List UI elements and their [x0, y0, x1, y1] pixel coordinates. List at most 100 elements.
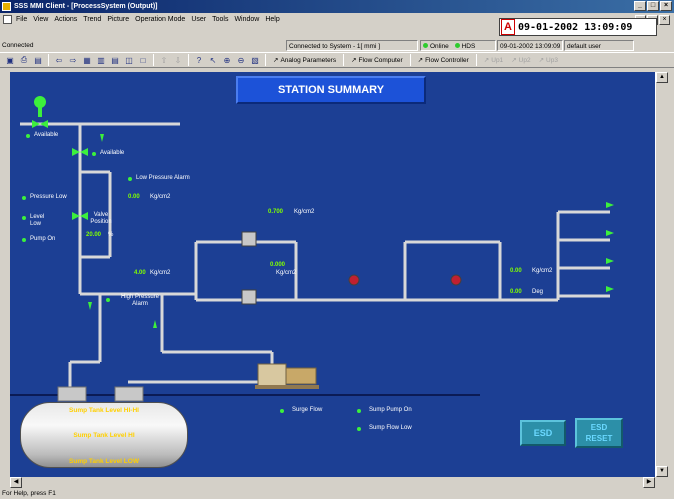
meters	[241, 231, 462, 305]
window-icon[interactable]: ◫	[125, 55, 133, 65]
menu-view[interactable]: View	[33, 16, 49, 23]
pump-base	[255, 385, 319, 389]
layout-icon[interactable]: ▦	[83, 55, 91, 65]
surge-flow-label: Surge Flow	[292, 407, 323, 413]
disabled-button-2[interactable]: ↗Up2	[508, 54, 533, 67]
online-status: Online HDS	[420, 40, 496, 51]
meter-1-value: 0.700	[268, 209, 284, 215]
toolbar-separator	[48, 54, 49, 66]
toolbar: ▣ ⎙ ▤ ⇦ ⇨ ▦ ▥ ▤ ◫ □ ⇧ ⇩ ? ↖ ⊕ ⊖ ▧ ↗Analo…	[0, 52, 674, 68]
surge-flow-indicator	[280, 409, 284, 413]
toolbar-separator	[409, 54, 411, 66]
mdi-close-button[interactable]: ×	[659, 15, 670, 25]
high-pressure-alarm-indicator	[106, 298, 110, 302]
down-arrow-icon[interactable]: ⇩	[174, 55, 182, 65]
outlet-arrow-1	[606, 202, 614, 208]
outlet-pressure-unit: Kg/cm2	[532, 268, 553, 274]
scroll-right-icon[interactable]: ▶	[643, 477, 655, 488]
print-icon[interactable]: ⎙	[20, 55, 28, 64]
pipe-diagram	[10, 96, 614, 402]
disabled-label-3: Up3	[546, 56, 558, 64]
meter-2-icon	[241, 289, 257, 305]
outlet-temperature-value: 0.00	[510, 289, 522, 295]
menu-user[interactable]: User	[191, 16, 207, 23]
disabled-button-3[interactable]: ↗Up3	[536, 54, 561, 67]
alarm-clock-panel: A 09-01-2002 13:09:09	[499, 18, 657, 36]
pump-motor	[285, 367, 317, 385]
meter-1-icon	[241, 231, 257, 247]
valve-position-label: Valve Position	[90, 212, 112, 225]
disabled-label-1: Up1	[491, 56, 504, 64]
menu-help[interactable]: Help	[265, 16, 280, 23]
low-pressure-alarm-indicator	[128, 177, 132, 181]
scroll-left-icon[interactable]: ◀	[10, 477, 22, 488]
scroll-down-icon[interactable]: ▼	[656, 466, 668, 477]
pump-casing	[257, 363, 287, 387]
menu-tools[interactable]: Tools	[212, 16, 229, 23]
meter-2-unit: Kg/cm2	[276, 270, 297, 276]
outlet-pressure-value: 0.00	[510, 268, 522, 274]
esd-button[interactable]: ESD	[520, 420, 566, 446]
chart-arrow-icon: ↗	[538, 56, 545, 64]
analog-parameters-button[interactable]: ↗Analog Parameters	[270, 54, 339, 67]
picture-icon[interactable]: ▧	[251, 55, 259, 65]
window-title: SSS MMI Client - [ProcessSystem (Output)…	[14, 3, 158, 10]
scroll-up-icon[interactable]: ▲	[656, 72, 668, 83]
zoom-in-icon[interactable]: ⊕	[223, 55, 231, 65]
toolbar-separator	[188, 54, 189, 66]
context-help-icon[interactable]: ↖	[209, 55, 217, 65]
menu-window[interactable]: Window	[234, 16, 260, 23]
menu-file[interactable]: File	[16, 16, 28, 23]
available-2-label: Available	[100, 150, 125, 156]
up-arrow-icon[interactable]: ⇧	[160, 55, 168, 65]
flow-computer-label: Flow Computer	[358, 56, 403, 64]
tile-icon[interactable]: □	[140, 55, 146, 65]
tank-nozzle-1	[57, 386, 87, 402]
chart-arrow-icon: ↗	[483, 56, 490, 64]
back-arrow-icon[interactable]: ⇦	[55, 55, 63, 65]
disabled-button-1[interactable]: ↗Up1	[481, 54, 506, 67]
vertical-scrollbar[interactable]: ▲ ▼	[655, 72, 668, 477]
transmitter-2-icon	[450, 274, 462, 286]
open-icon[interactable]: ▣	[6, 55, 14, 65]
valve-position-unit: %	[108, 232, 114, 238]
alarm-indicator[interactable]: A	[501, 19, 515, 35]
title-bar: SSS MMI Client - [ProcessSystem (Output)…	[0, 0, 674, 13]
menu-operation-mode[interactable]: Operation Mode	[135, 16, 186, 23]
document-icon[interactable]	[3, 15, 12, 24]
transmitter-1-icon	[348, 274, 360, 286]
header-pressure-value: 4.00	[134, 270, 146, 276]
pump-on-label: Pump On	[30, 236, 56, 242]
low-pressure-value: 0.00	[128, 194, 140, 200]
sump-pump	[255, 363, 319, 389]
low-pressure-alarm-label: Low Pressure Alarm	[136, 175, 190, 181]
connected-status: Connected	[2, 42, 34, 49]
outlet-arrow-4	[606, 286, 614, 292]
tank-level-hi: Sump Tank Level HI	[73, 432, 135, 439]
close-button[interactable]: ×	[660, 1, 672, 11]
chart-arrow-icon: ↗	[511, 56, 517, 64]
horizontal-scrollbar[interactable]: ◀ ▶	[10, 477, 667, 488]
available-1-indicator	[26, 134, 30, 138]
station-summary-title[interactable]: STATION SUMMARY	[236, 76, 426, 104]
sump-flow-low-label: Sump Flow Low	[369, 425, 412, 431]
forward-arrow-icon[interactable]: ⇨	[69, 55, 77, 65]
online-label: Online	[430, 43, 449, 50]
menu-picture[interactable]: Picture	[107, 16, 130, 23]
flow-controller-button[interactable]: ↗Flow Controller	[415, 54, 472, 67]
minimize-button[interactable]: _	[634, 1, 646, 11]
table-icon[interactable]: ▤	[111, 55, 119, 65]
menu-actions[interactable]: Actions	[54, 16, 78, 23]
flow-computer-button[interactable]: ↗Flow Computer	[348, 54, 406, 67]
maximize-button[interactable]: □	[647, 1, 659, 11]
grid-icon[interactable]: ▥	[97, 55, 105, 65]
tank-level-low: Sump Tank Level LOW	[69, 458, 139, 465]
esd-reset-button[interactable]: ESD RESET	[575, 418, 623, 448]
save-icon[interactable]: ▤	[34, 55, 42, 65]
hds-led-icon	[454, 43, 460, 48]
valve-1-stem	[38, 107, 42, 117]
menu-trend[interactable]: Trend	[83, 16, 102, 23]
help-icon[interactable]: ?	[196, 55, 202, 65]
valve-1-icon	[34, 96, 46, 108]
zoom-out-icon[interactable]: ⊖	[237, 55, 245, 65]
